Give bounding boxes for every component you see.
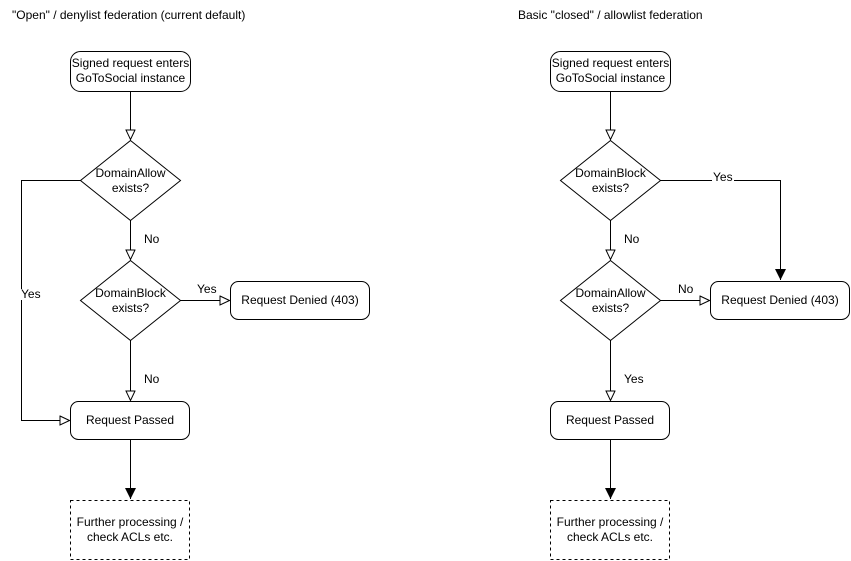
passed-node: Request Passed <box>565 412 655 427</box>
denied-node-shape <box>710 281 850 320</box>
start-node: Signed request enters GoToSocial instanc… <box>70 51 191 91</box>
edge-label-decision1-yes: Yes <box>712 170 734 184</box>
denied-node: Request Denied (403) <box>721 292 839 307</box>
edge-label-decision1-no: No <box>623 232 641 246</box>
start-node-label-line2: GoToSocial instance <box>555 71 666 85</box>
further-label-line2: check ACLs etc. <box>86 530 174 544</box>
edge-label-decision2-yes: Yes <box>623 372 645 386</box>
connector-decision1-yes-to-passed <box>21 180 81 421</box>
further-node-shape <box>70 500 190 560</box>
denied-node-shape <box>230 281 370 320</box>
edge-label-decision2-yes: Yes <box>196 282 218 296</box>
start-node-label-line2: GoToSocial instance <box>75 71 186 85</box>
closed-allowlist-shapes <box>550 51 850 560</box>
start-node-label-line1: Signed request enters <box>551 56 670 70</box>
further-node: Further processing / check ACLs etc. <box>550 500 670 560</box>
decision2-label-line1: DomainBlock <box>95 285 166 300</box>
edge-label-decision1-no: No <box>143 232 161 246</box>
denied-node: Request Denied (403) <box>241 292 359 307</box>
further-node-shape <box>550 500 670 560</box>
decision1-label-line1: DomainBlock <box>575 165 646 180</box>
decision1-label-line2: exists? <box>591 180 630 195</box>
connector-decision1-yes-to-denied <box>660 180 786 280</box>
start-node: Signed request enters GoToSocial instanc… <box>550 51 671 91</box>
decision2-label-line2: exists? <box>591 300 630 315</box>
edge-label-decision2-no: No <box>677 282 695 296</box>
decision1-label-line1: DomainAllow <box>95 165 166 180</box>
diagram-title: "Open" / denylist federation (current de… <box>12 8 246 22</box>
decision2-label-line1: DomainAllow <box>575 285 646 300</box>
decision2-label-line2: exists? <box>111 300 150 315</box>
further-label-line1: Further processing / <box>556 515 664 529</box>
decision2-node: DomainBlock exists? <box>80 260 181 341</box>
diagram-title: Basic "closed" / allowlist federation <box>518 8 703 22</box>
decision1-label-line2: exists? <box>111 180 150 195</box>
further-node: Further processing / check ACLs etc. <box>70 500 190 560</box>
decision2-node: DomainAllow exists? <box>560 260 661 341</box>
diagram-closed-allowlist: Basic "closed" / allowlist federation Si… <box>480 0 851 561</box>
decision1-node: DomainAllow exists? <box>80 140 181 221</box>
open-denylist-shapes <box>21 51 370 560</box>
passed-node: Request Passed <box>85 412 175 427</box>
start-node-label-line1: Signed request enters <box>71 56 190 70</box>
edge-label-decision2-no: No <box>143 372 161 386</box>
diagram-open-denylist: "Open" / denylist federation (current de… <box>0 0 425 561</box>
further-label-line2: check ACLs etc. <box>566 530 654 544</box>
edge-label-decision1-yes: Yes <box>20 287 42 301</box>
decision1-node: DomainBlock exists? <box>560 140 661 221</box>
further-label-line1: Further processing / <box>76 515 184 529</box>
